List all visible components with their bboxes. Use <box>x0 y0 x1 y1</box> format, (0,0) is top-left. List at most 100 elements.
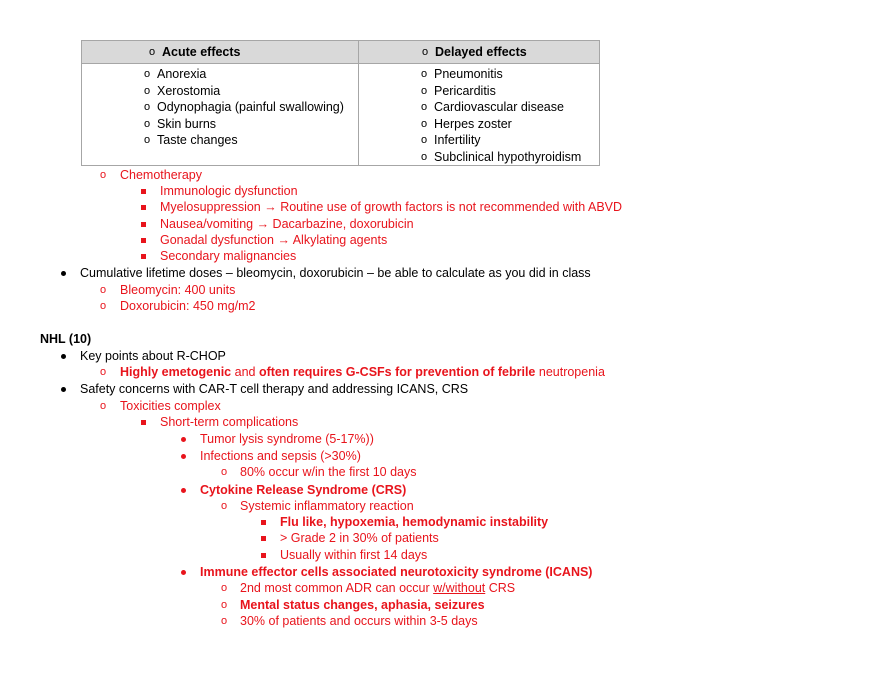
list-item: o Taste changes <box>137 132 358 149</box>
rchop-normal-2: neutropenia <box>535 365 605 379</box>
delayed-item: Cardiovascular disease <box>434 100 564 115</box>
circle-bullet-icon: o <box>100 300 107 312</box>
section-heading: NHL (10) <box>40 332 92 346</box>
circle-bullet-icon: o <box>100 284 107 296</box>
chemo-title: Chemotherapy <box>120 168 202 182</box>
circle-bullet-icon: o <box>420 68 428 81</box>
circle-bullet-icon: o <box>420 84 428 97</box>
disc-bullet-icon <box>181 448 186 464</box>
infections-item: Infections and sepsis (>30%) <box>200 449 361 463</box>
disc-bullet-icon <box>181 564 186 580</box>
disc-bullet-icon <box>61 265 66 281</box>
delayed-item: Infertility <box>434 133 481 148</box>
circle-bullet-icon: o <box>100 400 107 412</box>
disc-bullet-icon <box>61 348 66 364</box>
circle-bullet-icon: o <box>420 101 428 114</box>
delayed-header: o Delayed effects <box>358 40 600 64</box>
icans-sub-1-text: 2nd most common ADR can occur <box>240 581 434 595</box>
acute-item: Xerostomia <box>157 83 221 98</box>
infections-sub: 80% occur w/in the first 10 days <box>240 465 417 479</box>
square-bullet-icon <box>141 248 146 264</box>
chemo-item: Myelosuppression → Routine use of growth… <box>160 200 623 214</box>
list-item: o Anorexia <box>137 66 358 83</box>
rchop-bold-1: Highly emetogenic <box>120 365 232 379</box>
circle-bullet-icon: o <box>148 46 156 58</box>
rchop-bold-2: often requires G-CSFs for prevention of … <box>258 365 536 379</box>
circle-bullet-icon: o <box>420 134 428 147</box>
chemo-item: Nausea/vomiting → Dacarbazine, doxorubic… <box>160 217 414 231</box>
list-item: o Infertility <box>414 132 599 149</box>
short-term-title: Short-term complications <box>160 415 299 429</box>
icans-sub-1: 2nd most common ADR can occur w/without … <box>240 580 515 596</box>
list-item: o Pericarditis <box>414 83 599 100</box>
circle-bullet-icon: o <box>221 466 228 478</box>
circle-bullet-icon: o <box>100 366 107 378</box>
circle-bullet-icon: o <box>421 46 429 58</box>
square-bullet-icon <box>141 183 146 199</box>
crs-sub-item: > Grade 2 in 30% of patients <box>280 531 439 545</box>
list-item: o Cardiovascular disease <box>414 99 599 116</box>
delayed-item: Pericarditis <box>434 83 496 98</box>
icans-sub-1-end: CRS <box>485 581 516 595</box>
delayed-item: Pneumonitis <box>434 67 503 82</box>
disc-bullet-icon <box>181 431 186 447</box>
circle-bullet-icon: o <box>221 582 228 594</box>
cart-text: Safety concerns with CAR-T cell therapy … <box>80 382 469 396</box>
toxicities-title: Toxicities complex <box>120 399 221 413</box>
circle-bullet-icon: o <box>143 84 151 97</box>
cumulative-item: Bleomycin: 400 units <box>120 283 236 297</box>
crs-sub-item: Flu like, hypoxemia, hemodynamic instabi… <box>280 515 549 529</box>
circle-bullet-icon: o <box>221 615 228 627</box>
rchop-text: Key points about R-CHOP <box>80 349 226 363</box>
circle-bullet-icon: o <box>221 500 228 512</box>
circle-bullet-icon: o <box>143 134 151 147</box>
square-bullet-icon <box>141 199 146 215</box>
acute-item: Odynophagia (painful swallowing) <box>157 100 344 115</box>
rchop-point: Highly emetogenic and often requires G-C… <box>120 364 605 380</box>
delayed-header-label: Delayed effects <box>435 45 527 59</box>
icans-item: Immune effector cells associated neuroto… <box>200 565 593 579</box>
icans-sub-3: 30% of patients and occurs within 3-5 da… <box>240 614 478 628</box>
rchop-normal-1: and <box>231 365 259 379</box>
chemo-item: Secondary malignancies <box>160 249 297 263</box>
cumulative-text: Cumulative lifetime doses – bleomycin, d… <box>80 266 591 280</box>
circle-bullet-icon: o <box>420 150 428 163</box>
square-bullet-icon <box>261 514 266 530</box>
list-item: o Xerostomia <box>137 83 358 100</box>
circle-bullet-icon: o <box>221 599 228 611</box>
crs-item: Cytokine Release Syndrome (CRS) <box>200 483 407 497</box>
circle-bullet-icon: o <box>143 68 151 81</box>
crs-sub-item: Usually within first 14 days <box>280 548 428 562</box>
circle-bullet-icon: o <box>143 117 151 130</box>
icans-sub-2: Mental status changes, aphasia, seizures <box>240 598 485 612</box>
icans-sub-1-underlined: w/without <box>433 581 486 595</box>
circle-bullet-icon: o <box>100 169 107 181</box>
acute-item: Taste changes <box>157 133 238 148</box>
list-item: o Odynophagia (painful swallowing) <box>137 99 358 116</box>
square-bullet-icon <box>261 547 266 563</box>
disc-bullet-icon <box>61 381 66 397</box>
list-item: o Pneumonitis <box>414 66 599 83</box>
square-bullet-icon <box>141 414 146 430</box>
square-bullet-icon <box>141 216 146 232</box>
crs-sub: Systemic inflammatory reaction <box>240 499 414 513</box>
delayed-item: Herpes zoster <box>434 116 512 131</box>
tls-item: Tumor lysis syndrome (5-17%)) <box>200 432 374 446</box>
acute-item: Anorexia <box>157 67 207 82</box>
circle-bullet-icon: o <box>143 101 151 114</box>
chemo-item: Gonadal dysfunction → Alkylating agents <box>160 233 388 247</box>
disc-bullet-icon <box>181 482 186 498</box>
cumulative-item: Doxorubicin: 450 mg/m2 <box>120 299 256 313</box>
square-bullet-icon <box>141 232 146 248</box>
